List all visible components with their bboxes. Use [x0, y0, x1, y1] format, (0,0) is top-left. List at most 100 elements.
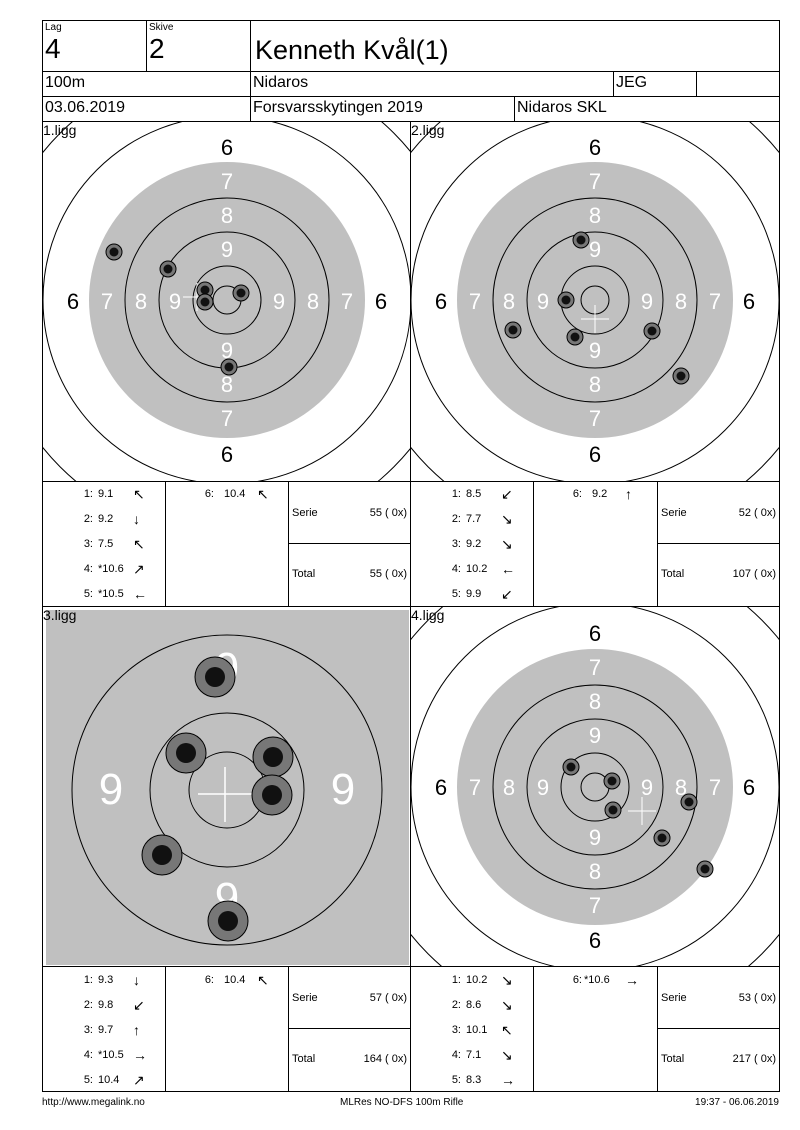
skive-value: 2 — [149, 33, 165, 64]
num-7-top-2: 7 — [589, 169, 601, 194]
shot-hole — [504, 321, 522, 339]
serie-cell-4: Serie 53 ( 0x) — [658, 967, 779, 1029]
shot-number: 6: — [204, 974, 214, 986]
shot-number: 4: — [451, 1049, 461, 1061]
num-7-left-4: 7 — [469, 775, 481, 800]
shot-value: 10.1 — [466, 1024, 488, 1036]
shot-direction-icon: ↓ — [133, 972, 140, 988]
num-9-top-1: 9 — [221, 237, 233, 262]
shot-value: 9.3 — [98, 974, 114, 986]
shot-row: 3:9.7↑ — [43, 1022, 166, 1048]
extra-col-3: 6:10.4↖ — [166, 967, 289, 1091]
extra-cell — [696, 71, 780, 97]
shot-direction-icon: ← — [133, 586, 147, 602]
shot-number: 5: — [83, 1074, 93, 1086]
shot-value: 9.9 — [466, 588, 482, 600]
shot-direction-icon: ↙ — [133, 997, 145, 1013]
num-8-top-2: 8 — [589, 203, 601, 228]
target-panel-2: 6 7 8 9 9 8 7 6 6 7 8 9 9 8 7 6 2.ligg — [410, 121, 780, 482]
shots-col-4: 1:10.2↘ 2:8.6↘ 3:10.1↖ 4:7.1↘ 5:8.3→ — [411, 967, 534, 1091]
shot-hole — [232, 284, 250, 302]
class: JEG — [616, 74, 648, 91]
total-cell-2: Total 107 ( 0x) — [658, 544, 779, 606]
shot-row: 5:10.4↗ — [43, 1072, 166, 1098]
num-7-left-1: 7 — [101, 289, 113, 314]
score-table-1: 1:9.1↖ 2:9.2↓ 3:7.5↖ 4:*10.6↗ 5:*10.5← 6… — [42, 481, 411, 607]
num-8-top-4: 8 — [589, 689, 601, 714]
shot-number: 6: — [572, 488, 582, 500]
serie-cell-1: Serie 55 ( 0x) — [289, 482, 410, 544]
ring-10-4 — [560, 752, 630, 822]
shots-col-2: 1:8.5↙ 2:7.7↘ 3:9.2↘ 4:10.2← 5:9.9↙ — [411, 482, 534, 606]
shot-row: 1:8.5↙ — [411, 486, 534, 512]
num-6-top-1: 6 — [221, 135, 233, 160]
shot-row: 6:*10.6→ — [532, 972, 655, 998]
shot-value: 7.1 — [466, 1049, 482, 1061]
inner-rings-4 — [492, 684, 698, 890]
num-8-right-1: 8 — [307, 289, 319, 314]
num-7-bot-2: 7 — [589, 406, 601, 431]
shot-direction-icon: ↘ — [501, 1047, 513, 1063]
serie-label: Serie — [292, 507, 318, 519]
num-7-left-2: 7 — [469, 289, 481, 314]
serie-value: 57 ( 0x) — [369, 992, 407, 1004]
shot-number: 3: — [451, 1024, 461, 1036]
shot-value: 9.8 — [98, 999, 114, 1011]
target-2-svg: 6 7 8 9 9 8 7 6 6 7 8 9 9 8 7 6 — [411, 122, 779, 481]
shot-direction-icon: ↖ — [257, 972, 269, 988]
num-6-right-1: 6 — [375, 289, 387, 314]
num-8-left-2: 8 — [503, 289, 515, 314]
shot-hole — [572, 231, 590, 249]
target-title-1: 1.ligg — [43, 122, 77, 138]
skive-label: Skive — [149, 22, 174, 33]
ring-numbers-1: 6 7 8 9 9 8 7 6 6 7 8 9 9 8 7 6 — [67, 135, 387, 467]
num-8-bot-4: 8 — [589, 859, 601, 884]
shot-row: 5:*10.5← — [43, 586, 166, 612]
shot-number: 1: — [83, 488, 93, 500]
shot-hole — [680, 793, 698, 811]
distance: 100m — [45, 74, 86, 91]
num-9-bot-4: 9 — [589, 825, 601, 850]
num-9-top-4: 9 — [589, 723, 601, 748]
shot-row: 6: 9.2 ↑ — [532, 486, 655, 512]
lag-value: 4 — [45, 33, 61, 64]
shot-row: 4:*10.6↗ — [43, 561, 166, 587]
shot-hole — [653, 829, 671, 847]
shot-direction-icon: → — [133, 1047, 147, 1063]
shot-value: 10.2 — [466, 563, 488, 575]
num-9-left-4: 9 — [537, 775, 549, 800]
shot-value: 8.5 — [466, 488, 482, 500]
total-label: Total — [292, 568, 316, 580]
shot-number: 2: — [451, 513, 461, 525]
footer-system: MLRes NO-DFS 100m Rifle — [340, 1097, 464, 1108]
shot-value: *10.6 — [584, 974, 610, 986]
num-8-left-4: 8 — [503, 775, 515, 800]
num-7-bot-4: 7 — [589, 893, 601, 918]
num-6-top-2: 6 — [589, 135, 601, 160]
shot-direction-icon: → — [625, 972, 639, 988]
serie-value: 53 ( 0x) — [738, 992, 776, 1004]
footer-url[interactable]: http://www.megalink.no — [42, 1097, 145, 1108]
num-9-right-3: 9 — [331, 765, 355, 814]
shot-hole — [159, 260, 177, 278]
shot-row: 6:10.4↖ — [164, 972, 287, 998]
num-6-left-1: 6 — [67, 289, 79, 314]
num-6-bot-1: 6 — [221, 442, 233, 467]
target-title-4: 4.ligg — [411, 607, 445, 623]
total-value: 217 ( 0x) — [732, 1053, 776, 1065]
shot-row: 4:*10.5→ — [43, 1047, 166, 1073]
target-title-3: 3.ligg — [43, 607, 77, 623]
shot-direction-icon: ↑ — [625, 486, 632, 502]
date: 03.06.2019 — [45, 99, 126, 116]
shot-hole — [194, 656, 236, 698]
serie-cell-2: Serie 52 ( 0x) — [658, 482, 779, 544]
shot-value: 9.2 — [466, 538, 482, 550]
shot-value: *10.5 — [98, 1049, 124, 1061]
ring-8-4 — [492, 684, 698, 890]
shot-value: 9.2 — [592, 488, 608, 500]
shot-hole — [141, 834, 183, 876]
shot-direction-icon: ↘ — [501, 972, 513, 988]
num-7-bot-1: 7 — [221, 406, 233, 431]
shots-2 — [504, 231, 690, 385]
shot-row: 2:8.6↘ — [411, 997, 534, 1023]
